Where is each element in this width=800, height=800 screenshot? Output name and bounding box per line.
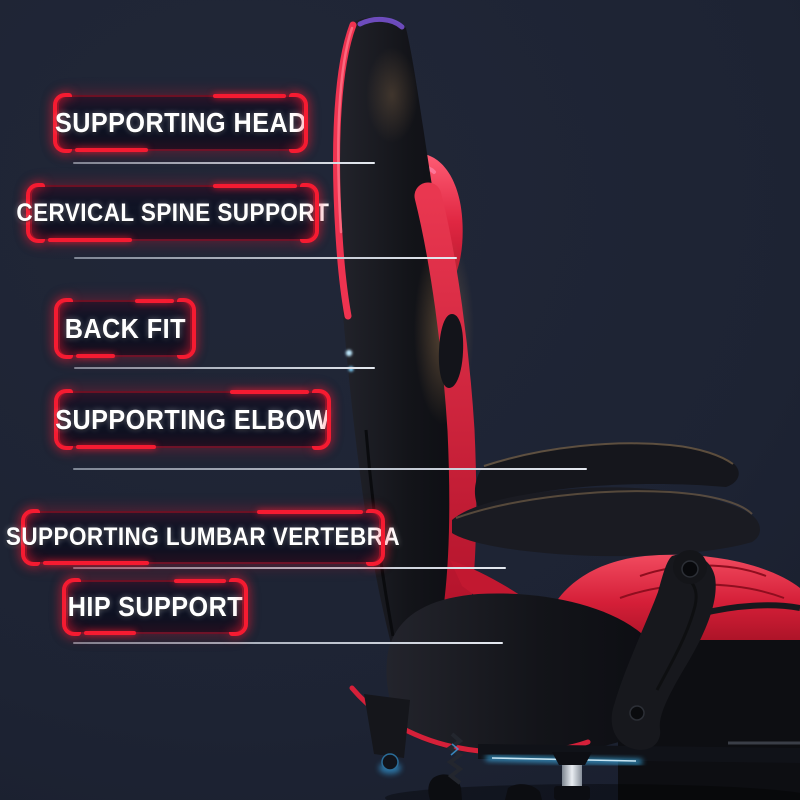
led-accent bbox=[345, 349, 353, 357]
frame-accent-top bbox=[229, 390, 309, 394]
pointer-line-back-fit bbox=[74, 367, 375, 369]
frame-accent-top bbox=[213, 94, 286, 98]
floor-shadow bbox=[385, 784, 800, 800]
caster-wheel bbox=[428, 774, 462, 800]
pointer-line-hip-support bbox=[73, 642, 503, 644]
pointer-line-supporting-lumbar-vertebra bbox=[73, 567, 506, 569]
stripe-cutout bbox=[438, 314, 464, 388]
frame-accent-bottom bbox=[76, 445, 156, 449]
seat-side bbox=[386, 593, 665, 756]
armrest-bracket bbox=[611, 553, 716, 750]
armrest-far bbox=[474, 443, 739, 511]
callout-label: HIP SUPPORT bbox=[67, 591, 243, 622]
armrest-far-stitch bbox=[483, 442, 734, 467]
frame-accent-bottom bbox=[75, 148, 148, 152]
coiled-cable-glint bbox=[450, 743, 460, 756]
gas-lift-piston bbox=[562, 765, 582, 787]
frame-accent-top bbox=[135, 299, 174, 303]
callout-supporting-head: SUPPORTING HEAD bbox=[54, 94, 307, 152]
callout-label: SUPPORTING LUMBAR VERTEBRA bbox=[5, 523, 401, 551]
coiled-cable bbox=[446, 732, 464, 785]
back-edge-piping-highlight bbox=[337, 26, 354, 234]
bracket-knob bbox=[381, 753, 399, 771]
headrest-sheen bbox=[366, 47, 418, 143]
caster-wheel bbox=[505, 784, 542, 800]
pointer-line-supporting-head bbox=[73, 162, 375, 164]
callout-label: SUPPORTING HEAD bbox=[54, 107, 307, 138]
callout-label: CERVICAL SPINE SUPPORT bbox=[16, 198, 329, 227]
frame-accent-bottom bbox=[76, 354, 115, 358]
callout-hip-support: HIP SUPPORT bbox=[66, 579, 244, 635]
bracket-foot-bolt bbox=[629, 705, 645, 721]
callout-label: SUPPORTING ELBOW bbox=[55, 403, 330, 435]
callout-label: BACK FIT bbox=[64, 312, 186, 344]
armrest bbox=[452, 487, 760, 557]
gas-lift-collar bbox=[554, 786, 590, 800]
frame-accent-bottom bbox=[48, 238, 133, 242]
frame-accent-top bbox=[212, 184, 297, 188]
footrest-bracket bbox=[364, 694, 410, 758]
armrest-joint-bolt bbox=[681, 560, 699, 578]
gas-lift-cone bbox=[552, 752, 592, 765]
pointer-line-supporting-elbow bbox=[73, 468, 587, 470]
frame-accent-bottom bbox=[84, 631, 137, 635]
frame-accent-top bbox=[173, 579, 226, 583]
callout-supporting-elbow: SUPPORTING ELBOW bbox=[55, 390, 330, 449]
callout-back-fit: BACK FIT bbox=[58, 299, 192, 358]
callout-supporting-lumbar-vertebra: SUPPORTING LUMBAR VERTEBRA bbox=[6, 510, 400, 565]
pointer-line-cervical-spine-support bbox=[74, 257, 457, 259]
armrest-stitch bbox=[455, 490, 753, 519]
frame-accent-bottom bbox=[43, 561, 149, 565]
callout-cervical-spine-support: CERVICAL SPINE SUPPORT bbox=[16, 184, 328, 242]
top-rgb-glint bbox=[357, 17, 405, 30]
frame-accent-top bbox=[257, 510, 363, 514]
